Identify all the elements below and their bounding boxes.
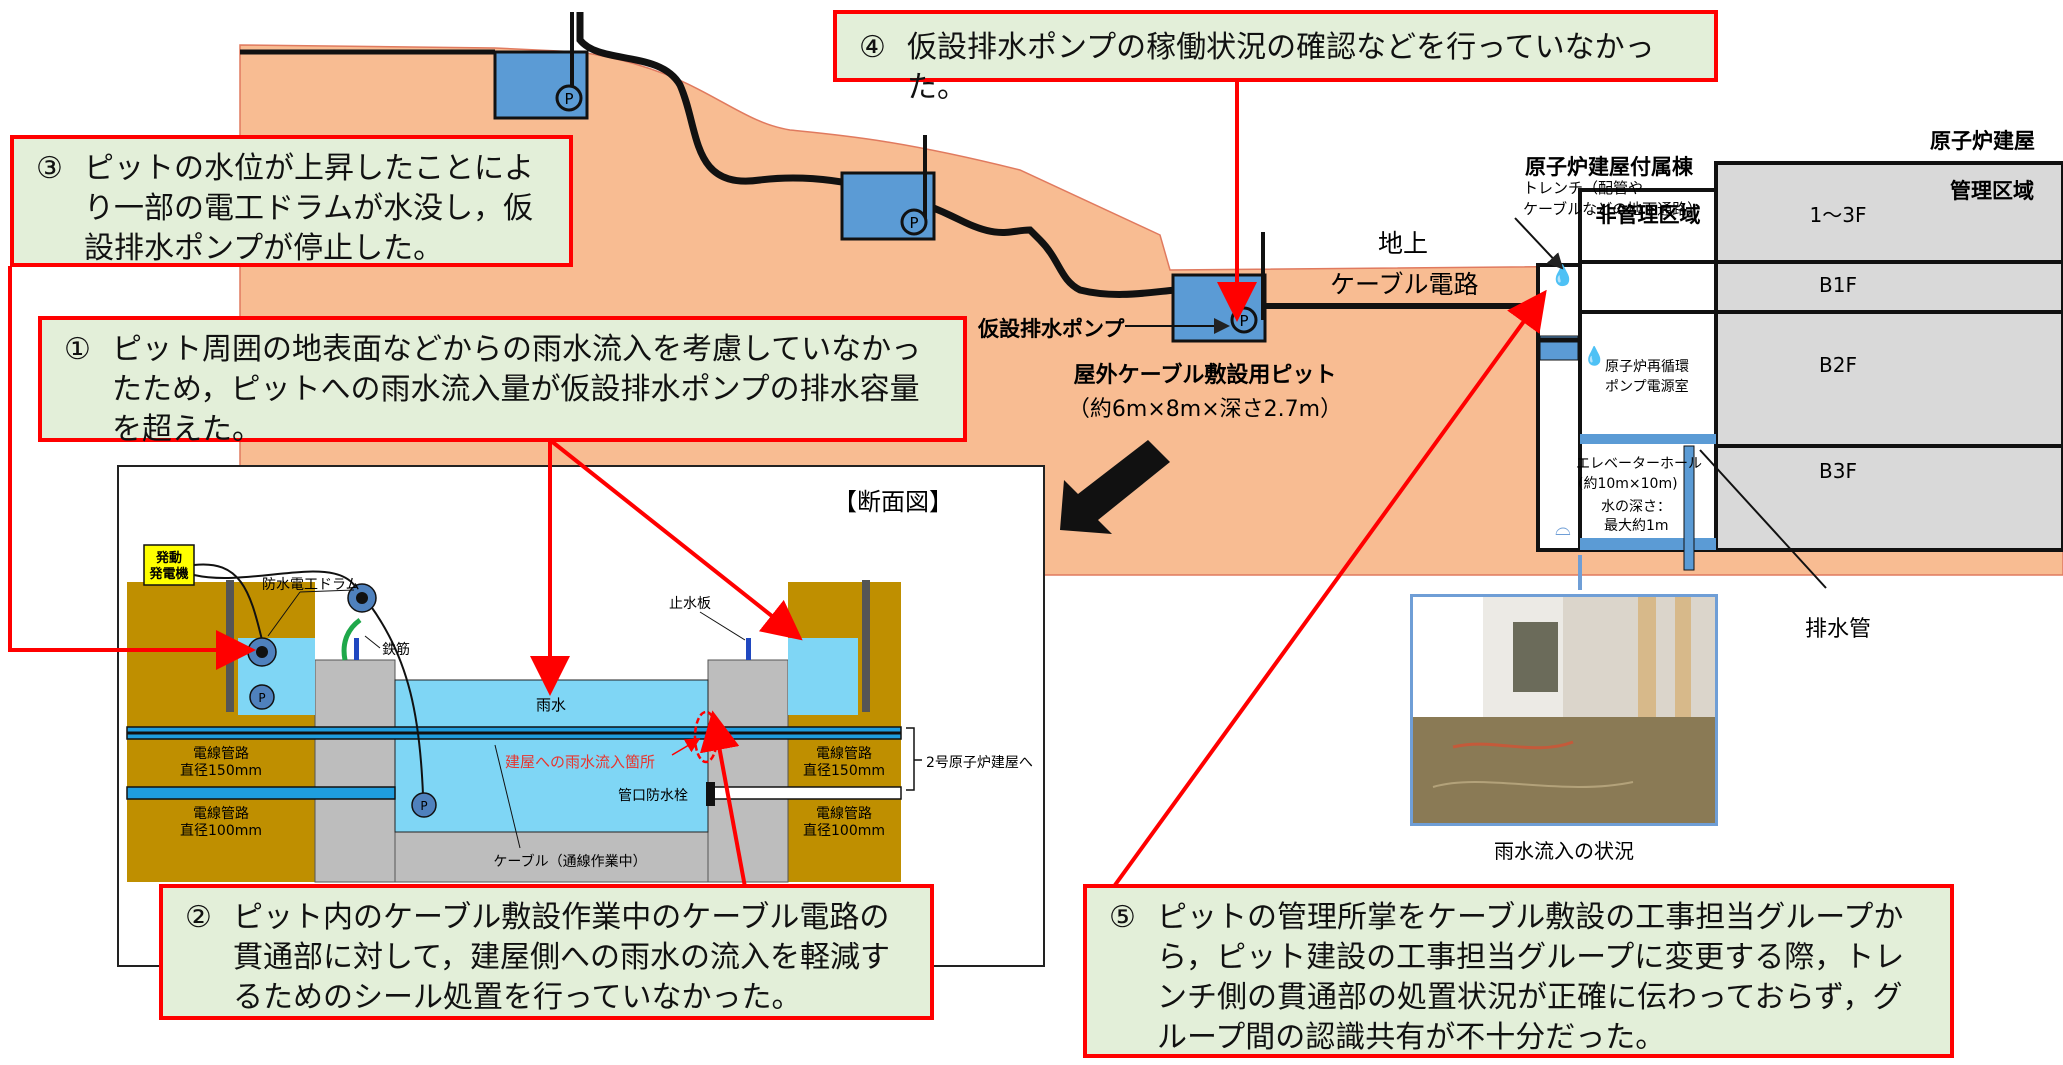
trench-label-1: トレンチ（配管や — [1523, 179, 1643, 197]
conduit150-left-1: 電線管路 — [193, 746, 249, 762]
pit-title: 屋外ケーブル敷設用ピット — [1074, 362, 1337, 388]
callout-text: 仮設排水ポンプの稼働状況の確認などを行っていなかった。 — [907, 30, 1655, 105]
conduit100-right-2: 直径100mm — [803, 822, 885, 839]
pit-tank-2: P — [840, 135, 936, 241]
water-drop-icon: 💧 — [1550, 263, 1575, 287]
callout-1: ① ピット周囲の地表面などからの雨水流入を考慮していなかったため，ピットへの雨水… — [38, 316, 967, 447]
controlled-label: 管理区域 — [1950, 179, 2034, 203]
conduit150-right-1: 電線管路 — [816, 746, 872, 762]
callout-4: ④ 仮設排水ポンプの稼働状況の確認などを行っていなかった。 — [833, 10, 1718, 105]
water-drop-icon: 💧 — [1583, 345, 1605, 367]
trench-label-2: ケーブルなどの地下通路） — [1523, 200, 1702, 218]
callout-text: ピット周囲の地表面などからの雨水流入を考慮していなかったため，ピットへの雨水流入… — [112, 332, 922, 447]
pump-symbol: P — [258, 691, 265, 705]
callout-3: ③ ピットの水位が上昇したことにより一部の電工ドラムが水没し，仮設排水ポンプが停… — [10, 135, 573, 267]
annex-label: 原子炉建屋付属棟 — [1525, 155, 1694, 179]
direction-arrow — [1060, 440, 1170, 534]
callout-number: ② — [185, 900, 212, 935]
photo-caption: 雨水流入の状況 — [1494, 839, 1634, 863]
trench-pointer — [1514, 217, 1564, 270]
non-controlled-label: 非管理区域 — [1596, 203, 1701, 227]
water-depth-label-1: 水の深さ： — [1601, 499, 1671, 515]
pump-symbol: P — [420, 799, 427, 813]
conduit100-right-1: 電線管路 — [816, 806, 872, 822]
cross-section: 【断面図】 発動 発電機 P — [117, 465, 1045, 967]
elevator-hall-label-1: エレベーターホール — [1576, 456, 1702, 472]
generator-label-2: 発電機 — [148, 566, 188, 582]
rainwater-inflow-photo — [1410, 594, 1718, 826]
callout-number: ③ — [36, 151, 63, 186]
callout-text: ピットの管理所掌をケーブル敷設の工事担当グループから，ピット建設の工事担当グルー… — [1157, 900, 1905, 1055]
water-stop-label: 止水板 — [669, 596, 711, 612]
pump-room-label-1: 原子炉再循環 — [1605, 359, 1689, 375]
reactor-building-label: 原子炉建屋 — [1930, 129, 2035, 153]
callout-text: ピット内のケーブル敷設作業中のケーブル電路の貫通部に対して，建屋側への雨水の流入… — [233, 900, 890, 1015]
callout-number: ⑤ — [1109, 900, 1136, 935]
section-title: 【断面図】 — [833, 488, 953, 516]
cable-route-label: ケーブル電路 — [1330, 270, 1479, 299]
floor-1-3: 1～3F — [1810, 203, 1867, 227]
floor-b3: B3F — [1819, 459, 1857, 483]
floor-b1: B1F — [1819, 273, 1857, 297]
conduit150-left-2: 直径150mm — [180, 762, 262, 779]
pump-room-label-2: ポンプ電源室 — [1605, 378, 1689, 395]
drain-pipe-pointer — [1699, 449, 1827, 589]
rebar-label: 鉄筋 — [382, 641, 410, 658]
callout-2: ② ピット内のケーブル敷設作業中のケーブル電路の貫通部に対して，建屋側への雨水の… — [159, 884, 934, 1020]
pump-label: 仮設排水ポンプ — [977, 317, 1125, 341]
pit-tank-1: P — [493, 12, 589, 120]
pump-symbol: P — [909, 214, 918, 232]
to-unit2-label: 2号原子炉建屋へ — [926, 755, 1033, 771]
generator-label-1: 発動 — [155, 550, 182, 566]
rainwater-label: 雨水 — [536, 696, 566, 714]
outdoor-cable-pit: P — [1171, 232, 1267, 343]
pump-symbol: P — [564, 90, 573, 108]
pit-size: （約6m×8m×深さ2.7m） — [1068, 397, 1342, 422]
leak-icon: ⌓ — [1555, 516, 1571, 540]
water-depth-label-2: 最大約1m — [1604, 518, 1669, 534]
conduit100-left-2: 直径100mm — [180, 822, 262, 839]
conduit150-right-2: 直径150mm — [803, 762, 885, 779]
callout-number: ④ — [859, 30, 886, 65]
conduit100-left-1: 電線管路 — [193, 806, 249, 822]
callout-number: ① — [64, 332, 91, 367]
ground-label: 地上 — [1378, 229, 1428, 258]
drum-label: 防水電工ドラム — [262, 577, 360, 593]
elevator-hall-label-2: (約10m×10m) — [1578, 476, 1678, 492]
pump-symbol: P — [1239, 312, 1248, 330]
callout-connectors — [8, 78, 1547, 888]
floor-b2: B2F — [1819, 353, 1857, 377]
cable-label: ケーブル（通線作業中） — [493, 853, 646, 870]
callout-text: ピットの水位が上昇したことにより一部の電工ドラムが水没し，仮設排水ポンプが停止し… — [84, 151, 534, 266]
inflow-point-label: 建屋への雨水流入箇所 — [505, 753, 655, 771]
plug-label: 管口防水栓 — [618, 788, 688, 804]
drain-pipe-label: 排水管 — [1805, 617, 1871, 642]
callout-5: ⑤ ピットの管理所掌をケーブル敷設の工事担当グループから，ピット建設の工事担当グ… — [1083, 884, 1954, 1058]
reactor-building — [1536, 161, 2063, 571]
